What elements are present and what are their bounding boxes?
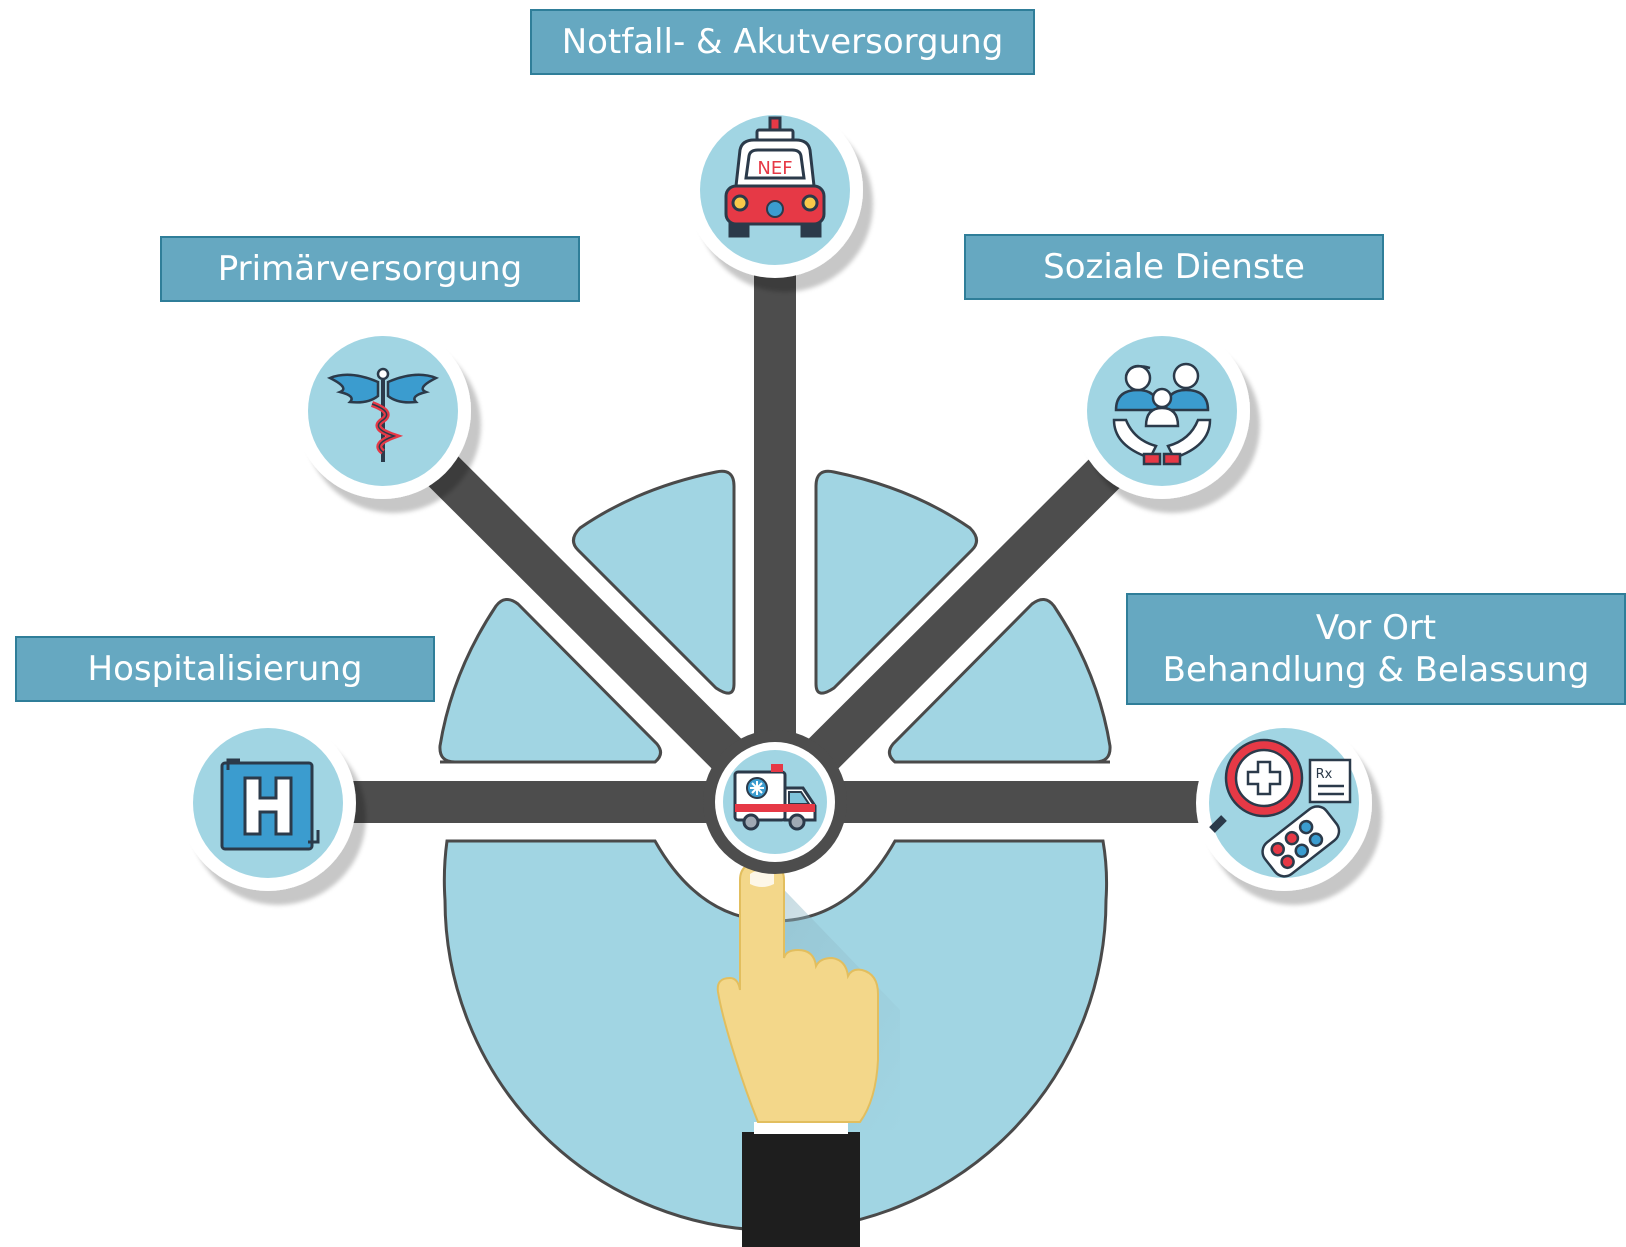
hand [716,860,879,1123]
segment-right-upper [814,469,978,695]
label-vor-ort: Vor Ort Behandlung & Belassung [1126,593,1626,705]
label-primaerversorgung-line-1: Primärversorgung [217,249,523,289]
label-primaerversorgung: Primärversorgung [160,236,580,302]
family-care-icon [1112,362,1212,466]
center-hub [703,730,847,874]
label-vor-ort-line-1: Vor Ort [1315,608,1437,648]
ambulance-icon [733,764,817,831]
node-vor-ort[interactable]: Rx [1196,715,1372,891]
pointing-hand-icon [716,860,900,1247]
label-soziale-dienste: Soziale Dienste [964,234,1384,300]
node-primaerversorgung[interactable] [295,323,471,499]
label-soziale-dienste-line-1: Soziale Dienste [1043,247,1305,287]
fingernail [750,870,774,887]
hospital-icon [220,758,320,851]
node-soziale-dienste[interactable] [1074,323,1250,499]
node-hospitalisierung[interactable] [180,715,356,891]
sleeve [742,1132,860,1247]
connector-primaerversorgung [385,413,790,817]
label-vor-ort-line-2: Behandlung & Belassung [1162,650,1590,690]
connector-soziale-dienste [760,413,1165,817]
label-notfall: Notfall- & Akutversorgung [530,9,1035,75]
label-notfall-line-1: Notfall- & Akutversorgung [561,22,1004,62]
segment-right-lower [888,598,1112,764]
label-hospitalisierung-line-1: Hospitalisierung [87,649,363,689]
label-hospitalisierung: Hospitalisierung [15,636,435,702]
node-notfall[interactable]: NEF [687,102,863,278]
cuff [754,1122,848,1134]
medication-search-icon: Rx [1209,738,1352,878]
emergency-car-icon: NEF [724,116,826,238]
emergency-car-label: NEF [757,158,792,179]
caduceus-icon [326,367,440,462]
prescription-label: Rx [1316,767,1333,782]
segment-left-upper [572,469,736,695]
segment-left-lower [438,598,662,764]
